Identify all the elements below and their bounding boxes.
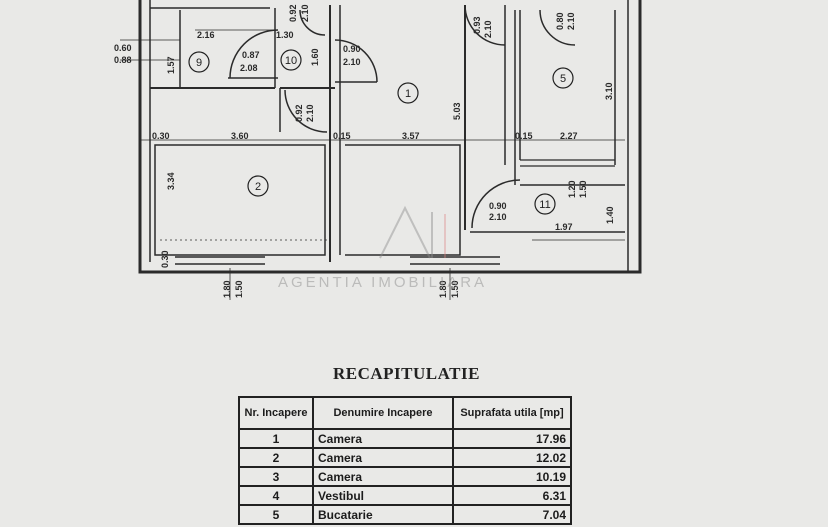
cell-name: Bucatarie [312, 504, 454, 525]
dim-label: 1.40 [605, 206, 615, 224]
cell-nr: 4 [238, 485, 314, 506]
cell-nr: 1 [238, 428, 314, 449]
cell-name: Camera [312, 447, 454, 468]
room-label: 9 [196, 57, 202, 69]
cell-name: Camera [312, 466, 454, 487]
dim-label: 1.60 [310, 48, 320, 66]
dim-label: 3.34 [166, 172, 176, 190]
header-nr: Nr. Incapere [238, 396, 314, 430]
header-area: Suprafata utila [mp] [452, 396, 572, 430]
cell-area: 12.02 [452, 447, 572, 468]
room-marker-1 [397, 82, 419, 104]
room-marker-9 [188, 51, 210, 73]
dim-label: 0.90 [343, 44, 361, 54]
dim-label: 0.15 [515, 131, 533, 141]
dim-label: 1.20 [567, 180, 577, 198]
room-label: 10 [285, 55, 297, 67]
table-row: 2 Camera 12.02 [238, 447, 572, 468]
table-header-row: Nr. Incapere Denumire Incapere Suprafata… [238, 396, 572, 430]
dim-label: 1.50 [450, 280, 460, 298]
dim-label: 3.57 [402, 131, 420, 141]
cell-area: 17.96 [452, 428, 572, 449]
dim-label: 0.30 [152, 131, 170, 141]
room-marker-10 [280, 49, 302, 71]
dim-label: 2.10 [305, 104, 315, 122]
header-name: Denumire Incapere [312, 396, 454, 430]
room-label: 2 [255, 181, 261, 193]
cell-area: 10.19 [452, 466, 572, 487]
dim-label: 2.10 [300, 4, 310, 22]
dim-label: 1.80 [438, 280, 448, 298]
dim-label: 2.10 [483, 20, 493, 38]
dim-label: 0.88 [114, 55, 132, 65]
dim-label: 0.15 [333, 131, 351, 141]
dim-label: 0.87 [242, 50, 260, 60]
cell-name: Vestibul [312, 485, 454, 506]
dim-label: 0.30 [160, 250, 170, 268]
dim-label: 0.92 [294, 104, 304, 122]
dim-label: 0.90 [489, 201, 507, 211]
cell-area: 6.31 [452, 485, 572, 506]
dim-label: 1.50 [578, 180, 588, 198]
dim-label: 1.97 [555, 222, 573, 232]
recap-table: Nr. Incapere Denumire Incapere Suprafata… [238, 396, 572, 525]
table-row: 5 Bucatarie 7.04 [238, 504, 572, 525]
dim-label: 0.93 [472, 16, 482, 34]
dim-label: 2.10 [489, 212, 507, 222]
cell-name: Camera [312, 428, 454, 449]
watermark-text: AGENTIA IMOBILIARA [278, 274, 488, 291]
dim-label: 1.57 [166, 56, 176, 74]
dim-label: 0.60 [114, 43, 132, 53]
recap-title: RECAPITULATIE [333, 364, 480, 383]
room-label: 11 [539, 199, 550, 211]
cell-nr: 5 [238, 504, 314, 525]
dim-label: 5.03 [452, 102, 462, 120]
dim-label: 2.08 [240, 63, 258, 73]
dim-label: 2.16 [197, 30, 215, 40]
table-row: 4 Vestibul 6.31 [238, 485, 572, 506]
dim-label: 2.10 [343, 57, 361, 67]
watermark-logo [379, 205, 446, 259]
room-marker-5 [552, 67, 574, 89]
dim-label: 3.60 [231, 131, 249, 141]
dim-label: 0.92 [288, 4, 298, 22]
dim-label: 0.80 [555, 12, 565, 30]
dim-label: 1.30 [276, 30, 294, 40]
room-marker-2 [247, 175, 269, 197]
cell-nr: 2 [238, 447, 314, 468]
floor-plan: 9 10 1 5 2 11 2.16 1.30 0.92 2.10 0.93 2… [114, 0, 642, 300]
dim-label: 1.50 [234, 280, 244, 298]
cell-nr: 3 [238, 466, 314, 487]
room-marker-11 [534, 193, 556, 215]
dim-label: 3.10 [604, 82, 614, 100]
dim-label: 2.10 [566, 12, 576, 30]
room-label: 5 [560, 73, 566, 85]
table-row: 1 Camera 17.96 [238, 428, 572, 449]
cell-area: 7.04 [452, 504, 572, 525]
dim-label: 1.80 [222, 280, 232, 298]
room-label: 1 [405, 88, 411, 100]
table-row: 3 Camera 10.19 [238, 466, 572, 487]
dim-label: 2.27 [560, 131, 578, 141]
